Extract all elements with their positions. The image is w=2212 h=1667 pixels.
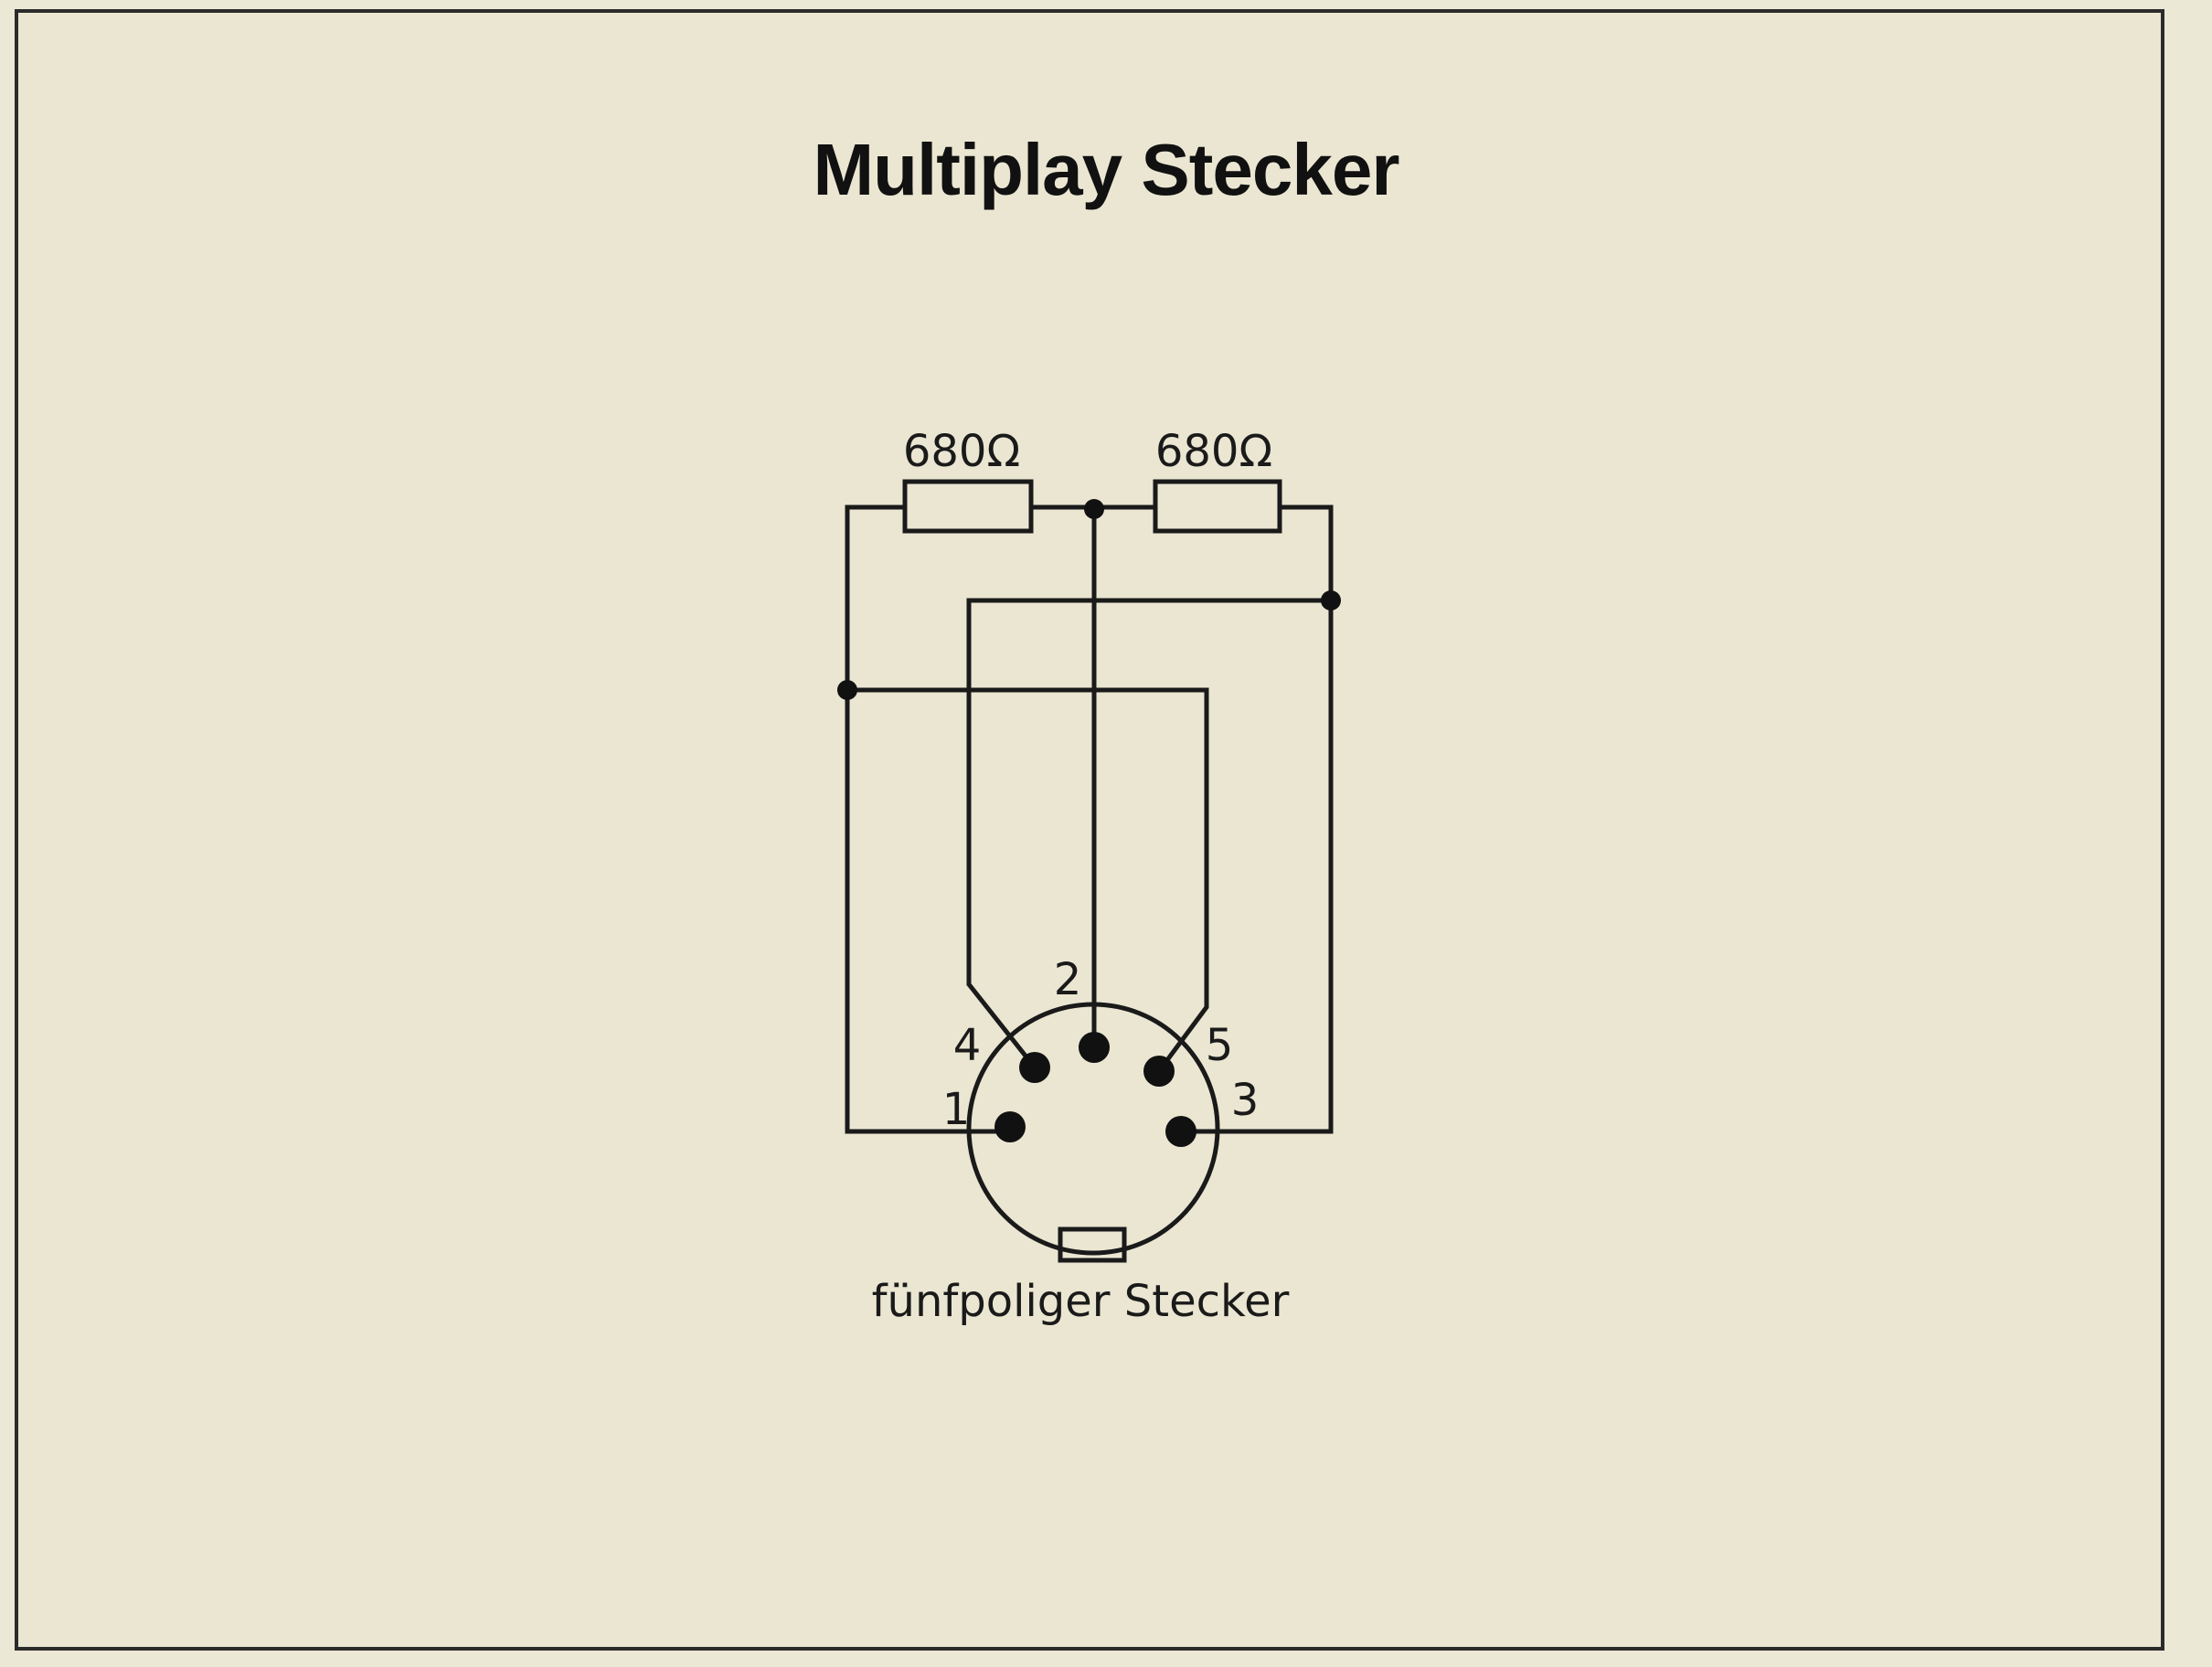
pin-5 <box>1143 1056 1175 1087</box>
pin-label-1: 1 <box>942 1084 971 1135</box>
resistor-right-label: 680Ω <box>1155 426 1272 477</box>
connector-key <box>1058 1226 1127 1263</box>
pin-2 <box>1079 1032 1110 1063</box>
pin-3 <box>1165 1116 1196 1147</box>
wire-pin4 <box>966 598 1334 1071</box>
junction-center-top <box>1084 499 1104 519</box>
pin-label-5: 5 <box>1206 1020 1234 1071</box>
resistor-left <box>902 479 1034 534</box>
wire-pin5 <box>845 687 1209 1075</box>
pin-label-2: 2 <box>1054 954 1082 1005</box>
pin-label-4: 4 <box>953 1020 982 1071</box>
pin-label-3: 3 <box>1231 1075 1260 1126</box>
diagram-title: Multiplay Stecker <box>813 129 1399 210</box>
connector-label: fünfpoliger Stecker <box>872 1276 1290 1327</box>
junction-left <box>837 680 857 700</box>
connector-body <box>966 1002 1220 1256</box>
diagram-frame <box>15 9 2164 1651</box>
resistor-left-label: 680Ω <box>903 426 1020 477</box>
resistor-right <box>1153 479 1282 534</box>
junction-right <box>1321 590 1341 611</box>
pin-4 <box>1019 1052 1050 1083</box>
pin-1 <box>994 1111 1026 1142</box>
